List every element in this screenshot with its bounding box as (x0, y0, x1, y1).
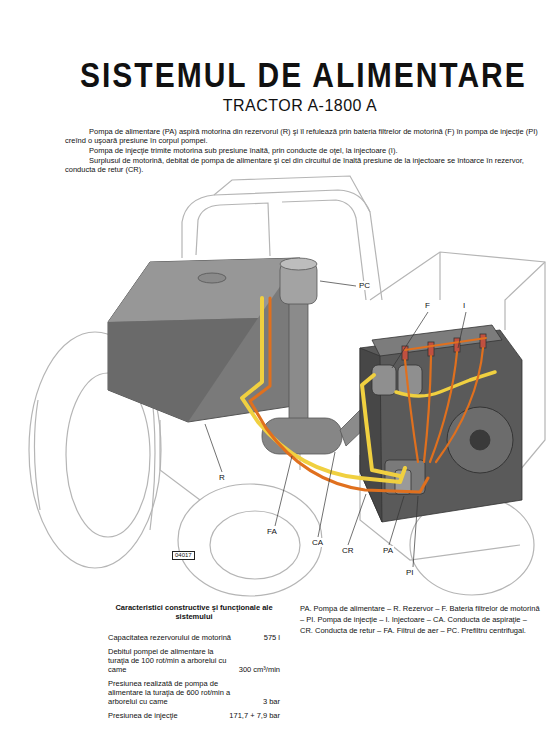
intro-text: Surplusul de motorină, debitat de pompa … (65, 156, 543, 174)
table-cell: Presiunea de injecţie (108, 711, 233, 720)
table-value: 3 bar (200, 697, 280, 706)
intro-text: Pompa de alimentare (PA) aspiră motorina… (65, 127, 543, 145)
callout-letter: R (218, 473, 226, 482)
table-value: 171,7 + 7,9 bar (200, 711, 280, 720)
tractor-outline (29, 176, 545, 596)
abbreviation-key: PA. Pompa de alimentare – R. Rezervor – … (300, 603, 540, 636)
table-value: 300 cm³/min (200, 665, 280, 674)
table-heading: Caracteristici constructive şi funcţiona… (108, 603, 280, 621)
callout-letter: F (424, 301, 431, 310)
callout-letter: CA (311, 538, 324, 547)
callout-letter: CR (341, 546, 355, 555)
intro-text: Pompa de injecţie trimite motorina sub p… (65, 146, 543, 155)
table-cell: Presiunea realizată de pompa de alimenta… (108, 679, 233, 706)
fuel-lines (242, 298, 495, 492)
page-title: SISTEMUL DE ALIMENTARE (80, 55, 520, 94)
table-value: 575 l (200, 633, 280, 642)
callout-letter: I (462, 301, 466, 310)
leader-lines (205, 281, 466, 567)
subtitle: TRACTOR A-1800 A (180, 97, 420, 115)
engine (360, 325, 522, 522)
callout-letter: PA (382, 546, 394, 555)
table-cell: Debitul pompei de alimentare la turaţia … (108, 647, 233, 674)
callout-letter: FA (266, 527, 278, 536)
table-cell: Capacitatea rezervorului de motorină (108, 633, 233, 642)
figure-number: 04017 (172, 551, 195, 560)
callout-letter: PI (405, 568, 415, 577)
callout-letter: PC (358, 281, 371, 290)
